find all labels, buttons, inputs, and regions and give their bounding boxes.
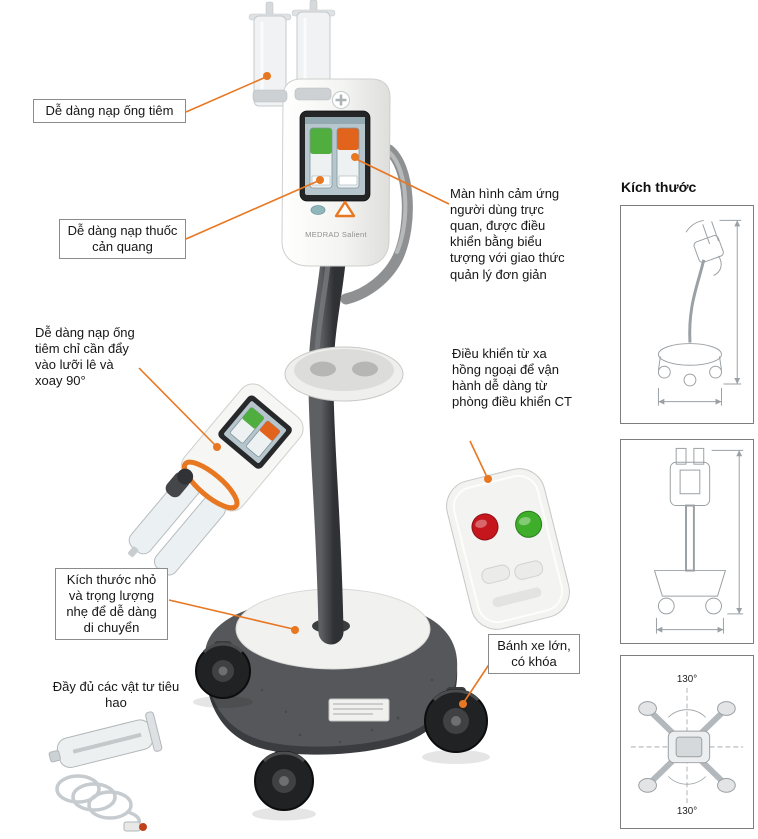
side-view-drawing — [657, 219, 742, 406]
remote-secondary-button-2 — [514, 560, 544, 580]
touchscreen-display — [299, 110, 371, 202]
dimension-drawing-top-view: 130° 130° — [620, 655, 754, 829]
leader-line-bayonet — [138, 367, 216, 446]
remote-emboss — [492, 587, 542, 608]
handheld-screen — [218, 395, 292, 469]
leader-dots — [213, 72, 492, 708]
consumables-illustration — [48, 711, 163, 832]
tube-connector-tip — [139, 823, 147, 831]
base-label-plate — [328, 698, 390, 722]
leader-line-remote — [469, 440, 488, 478]
leader-dot-wheels — [459, 700, 467, 708]
leader-dot-load-contrast — [316, 176, 324, 184]
consumable-syringe — [48, 711, 163, 769]
front-view-drawing — [653, 447, 744, 634]
device-brand-text: MEDRAD Salient — [305, 230, 367, 239]
leader-line-wheels — [463, 662, 491, 703]
dimensions-title: Kích thước — [621, 179, 697, 195]
leader-line-touchscreen — [353, 157, 450, 205]
bayonet-ring — [181, 459, 240, 511]
pole — [308, 239, 347, 645]
leader-line-load-contrast — [185, 180, 319, 240]
callout-touchscreen: Màn hình cảm ứng người dùng trực quan, đ… — [450, 186, 565, 282]
remote-secondary-button-1 — [481, 564, 511, 584]
syringe-port-right — [294, 87, 332, 101]
leader-line-load-syringe — [185, 76, 267, 113]
dimension-drawing-front-view — [620, 439, 754, 644]
remote-green-button — [515, 510, 543, 538]
callout-remote: Điều khiển từ xa hồng ngoại để vận hành … — [452, 346, 572, 410]
callout-load-contrast: Dễ dàng nạp thuốc cản quang — [59, 219, 186, 260]
warning-triangle-icon — [334, 200, 356, 218]
remote-body — [446, 468, 570, 630]
top-view-angle-bottom-label: 130° — [677, 806, 697, 817]
leader-dot-remote — [484, 475, 492, 483]
tube-connector — [123, 821, 141, 832]
callout-consumables: Đầy đủ các vật tư tiêu hao — [52, 679, 180, 711]
syringe-left — [248, 1, 292, 107]
syringe-port-left — [252, 89, 288, 103]
leader-dot-compact — [291, 626, 299, 634]
callout-bayonet: Dễ dàng nạp ống tiêm chỉ cần đẩy vào lưỡ… — [35, 325, 135, 389]
leader-line-compact — [168, 599, 294, 630]
remote-red-button — [471, 513, 499, 541]
accessory-tray — [284, 346, 404, 402]
callout-compact: Kích thước nhỏ và trọng lượng nhẹ để dễ … — [55, 568, 168, 641]
caster-wheel-front — [254, 749, 314, 811]
caster-wheel-left — [195, 641, 251, 699]
top-view-drawing: 130° 130° — [630, 674, 744, 817]
wheel-shadows — [193, 696, 490, 821]
bayer-logo-icon — [332, 91, 350, 109]
dimension-drawing-side-view — [620, 205, 754, 424]
handle — [340, 144, 413, 305]
leader-dot-load-syringe — [263, 72, 271, 80]
handheld-injector-illustration — [128, 383, 304, 579]
caster-wheel-right — [424, 687, 488, 753]
leader-lines — [138, 76, 491, 703]
callout-wheels: Bánh xe lớn, có khóa — [488, 634, 580, 675]
leader-dot-touchscreen — [351, 153, 359, 161]
coiled-tube — [55, 774, 141, 828]
injector-head: MEDRAD Salient — [252, 78, 391, 267]
callout-load-syringe: Dễ dàng nạp ống tiêm — [33, 99, 186, 124]
top-view-angle-top-label: 130° — [677, 674, 697, 685]
power-button — [310, 205, 326, 215]
leader-dot-bayonet — [213, 443, 221, 451]
remote-control-illustration — [446, 468, 570, 630]
handheld-knob-cap — [177, 468, 194, 485]
